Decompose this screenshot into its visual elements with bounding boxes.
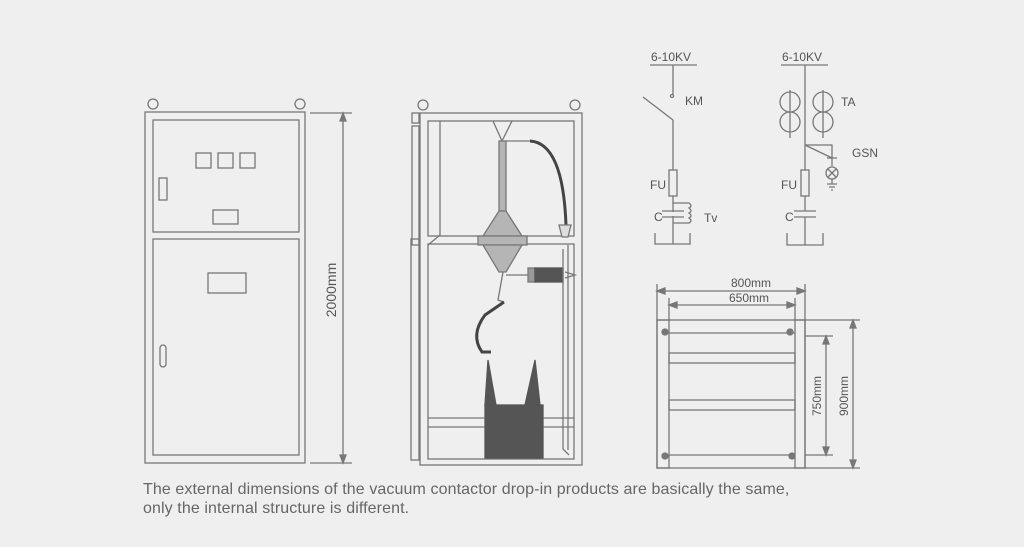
gsn-indicator-icon <box>804 144 833 159</box>
voltage-label: 6-10KV <box>782 50 822 64</box>
door-handle-icon <box>159 344 167 368</box>
lower-door <box>152 238 300 456</box>
depth-inner-label: 750mm <box>810 376 824 416</box>
ta-label: TA <box>841 95 855 109</box>
height-label: 2000mm <box>323 263 339 317</box>
gsn-label: GSN <box>852 146 878 160</box>
cabinet-section-view <box>410 99 583 466</box>
fuse-icon <box>800 169 810 197</box>
width-inner-label: 650mm <box>729 291 769 305</box>
voltage-label: 6-10KV <box>651 50 691 64</box>
current-transformer-icon <box>779 90 834 138</box>
single-line-diagram-gsn: 6-10KV TA GSN FU C <box>779 50 878 246</box>
fu-label: FU <box>781 178 797 192</box>
caption: The external dimensions of the vacuum co… <box>143 480 789 518</box>
caption-line-2: only the internal structure is different… <box>143 500 410 517</box>
depth-outer-label: 900mm <box>837 376 851 416</box>
instrument-panel <box>152 119 300 233</box>
fu-label: FU <box>650 178 666 192</box>
caption-line-1: The external dimensions of the vacuum co… <box>143 481 790 498</box>
cabinet-plan-view: 800mm 650mm 750mm 900mm <box>655 276 860 470</box>
c-label: C <box>654 210 663 224</box>
lifting-ring-icon <box>147 98 159 110</box>
km-label: KM <box>685 94 703 108</box>
lifting-ring-icon <box>294 98 306 110</box>
ground-bracket <box>654 233 691 245</box>
voltage-transformer-icon <box>673 202 692 224</box>
fuse-icon <box>668 169 678 197</box>
contactor-switch-icon <box>642 96 674 121</box>
tv-label: Tv <box>704 211 717 225</box>
c-label: C <box>785 210 794 224</box>
cabinet-front-view: 2000mm <box>144 98 352 465</box>
width-outer-label: 800mm <box>731 276 771 290</box>
single-line-diagram-km: 6-10KV KM FU C Tv <box>642 50 717 245</box>
